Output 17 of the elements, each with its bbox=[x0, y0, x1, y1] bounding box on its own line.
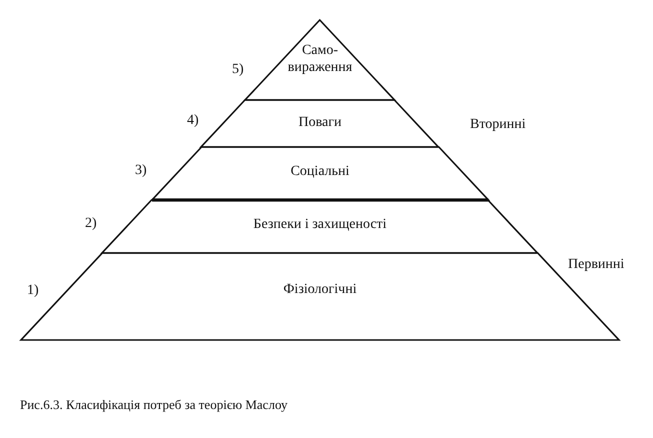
pyramid-tier bbox=[152, 147, 488, 200]
level-number: 5) bbox=[232, 62, 244, 78]
figure-caption: Рис.6.3. Класифікація потреб за теорією Маслоу bbox=[20, 397, 288, 413]
tier-label: Безпеки і захищеності bbox=[253, 216, 387, 233]
pyramid-tier bbox=[102, 200, 538, 253]
tier-label: Фізіологічні bbox=[283, 281, 357, 298]
tier-label: Само- вираження bbox=[286, 42, 354, 76]
level-number: 4) bbox=[187, 113, 199, 129]
tier-label: Поваги bbox=[298, 114, 342, 131]
level-number: 3) bbox=[135, 163, 147, 179]
level-number: 2) bbox=[85, 216, 97, 232]
group-label: Вторинні bbox=[470, 117, 526, 133]
group-label: Первинні bbox=[568, 257, 624, 273]
pyramid-top-tier bbox=[245, 20, 395, 100]
pyramid-tier bbox=[201, 100, 439, 147]
tier-label: Соціальні bbox=[290, 163, 350, 180]
level-number: 1) bbox=[27, 283, 39, 299]
